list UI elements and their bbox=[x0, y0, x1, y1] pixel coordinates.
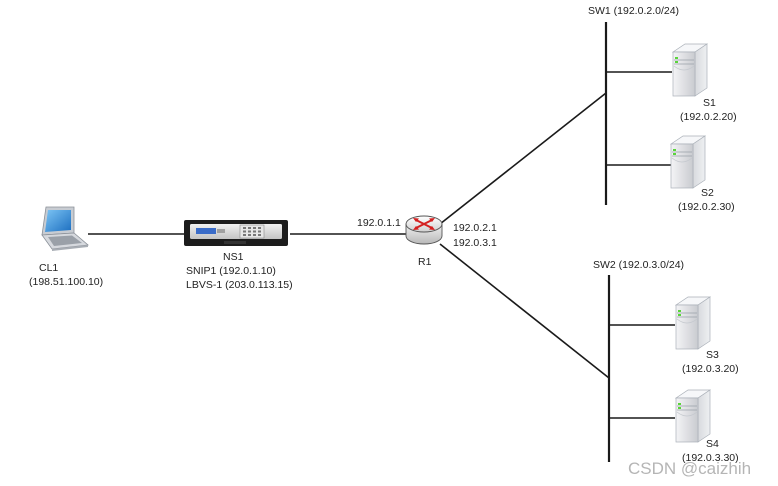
router-name: R1 bbox=[418, 256, 432, 268]
server-s1-ip: (192.0.2.20) bbox=[680, 111, 737, 123]
link-r1-sw2 bbox=[439, 243, 610, 379]
server-s4-ip: (192.0.3.30) bbox=[682, 452, 739, 464]
servers-layer bbox=[669, 43, 712, 443]
router-ip-left: 192.0.1.1 bbox=[357, 217, 401, 229]
link-r1-sw1 bbox=[439, 92, 607, 225]
server-icon bbox=[674, 296, 712, 350]
server-s2-name: S2 bbox=[701, 187, 714, 199]
netscaler-vip: LBVS-1 (203.0.113.15) bbox=[186, 279, 293, 291]
server-icon bbox=[671, 43, 709, 97]
router-icon bbox=[405, 215, 443, 245]
watermark: CSDN @caizhih bbox=[628, 459, 751, 478]
server-s3-ip: (192.0.3.20) bbox=[682, 363, 739, 375]
appliance-icon bbox=[184, 220, 288, 246]
switch2-label: SW2 (192.0.3.0/24) bbox=[593, 259, 684, 271]
netscaler-snip: SNIP1 (192.0.1.10) bbox=[186, 265, 276, 277]
client-ip: (198.51.100.10) bbox=[29, 276, 103, 288]
laptop-icon bbox=[41, 206, 89, 251]
server-s3-name: S3 bbox=[706, 349, 719, 361]
server-s2-ip: (192.0.2.30) bbox=[678, 201, 735, 213]
switch1-label: SW1 (192.0.2.0/24) bbox=[588, 5, 679, 17]
netscaler-name: NS1 bbox=[223, 251, 244, 263]
router-ip-right-1: 192.0.2.1 bbox=[453, 222, 497, 234]
server-s4-name: S4 bbox=[706, 438, 719, 450]
client-name: CL1 bbox=[39, 262, 58, 274]
server-icon bbox=[674, 389, 712, 443]
router-ip-right-2: 192.0.3.1 bbox=[453, 237, 497, 249]
server-s1-name: S1 bbox=[703, 97, 716, 109]
server-icon bbox=[669, 135, 707, 189]
